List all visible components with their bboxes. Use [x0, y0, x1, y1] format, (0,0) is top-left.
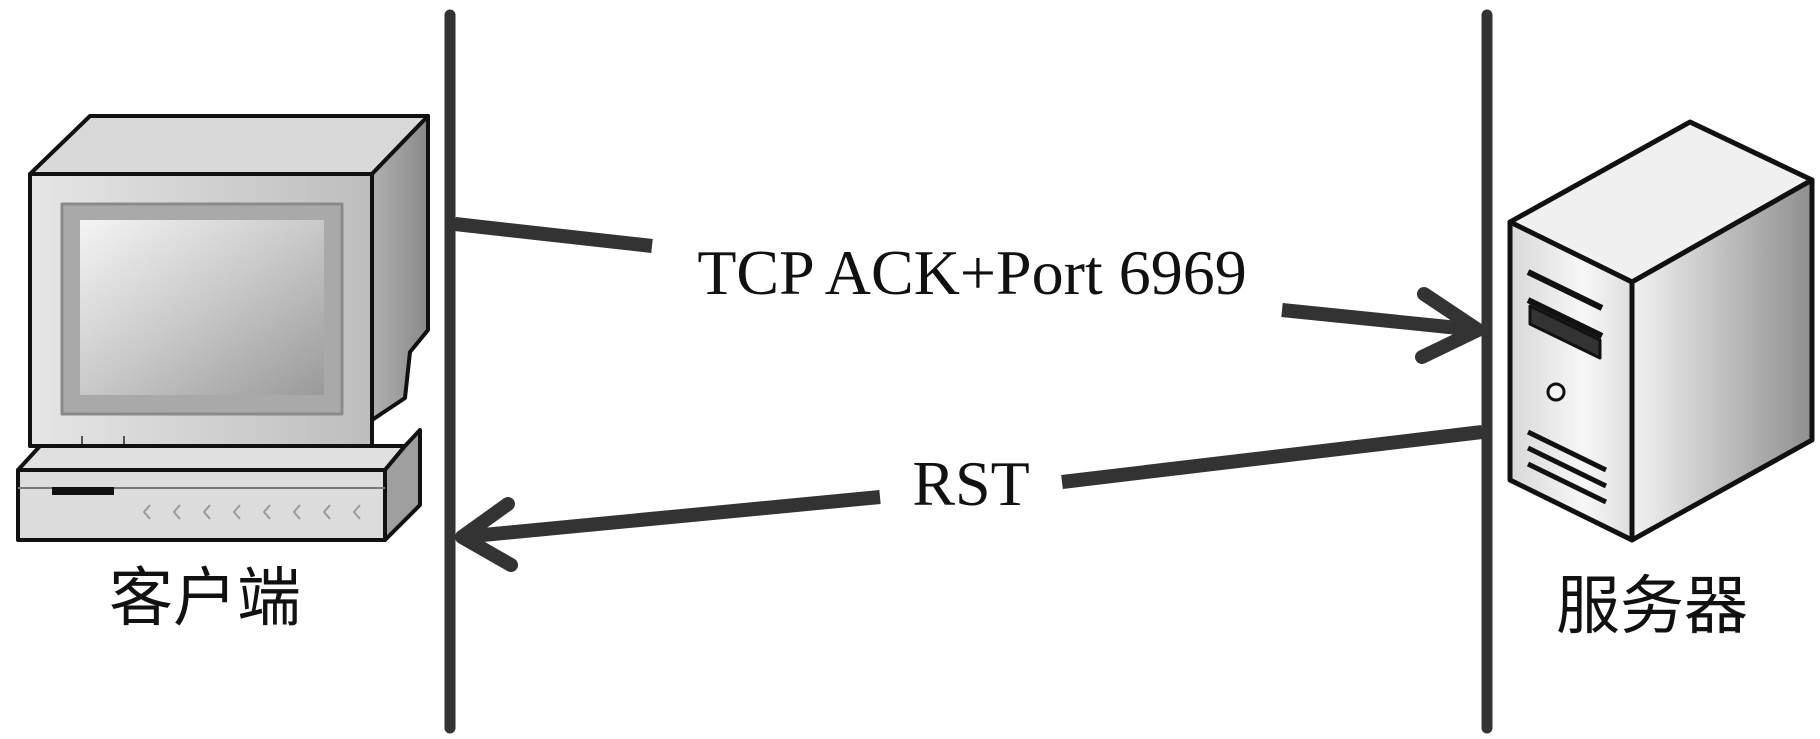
message-label-rst: RST [912, 448, 1029, 519]
message-label-ack: TCP ACK+Port 6969 [697, 237, 1246, 308]
message-arrow-ack [454, 217, 1485, 364]
client-label: 客户端 [109, 562, 301, 636]
server-label: 服务器 [1556, 570, 1748, 644]
message-arrow-rst [455, 425, 1483, 572]
tower-server-icon [1507, 119, 1815, 543]
desktop-computer-icon [16, 114, 430, 542]
